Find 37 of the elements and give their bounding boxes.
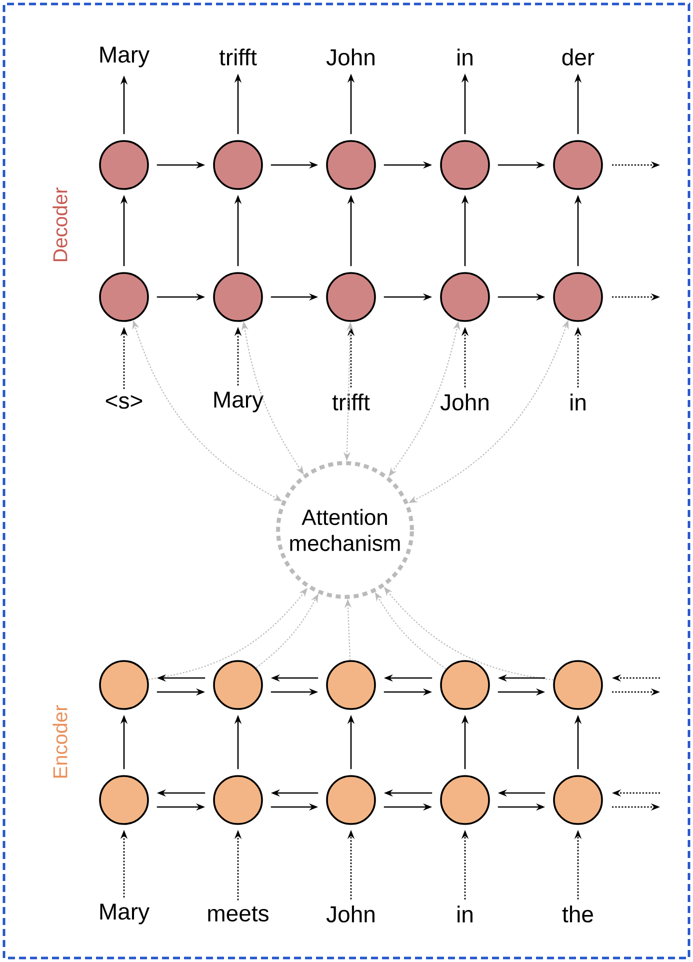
state-circle — [553, 140, 603, 190]
state-circle — [440, 775, 490, 825]
side-label: Decoder — [52, 188, 68, 262]
state-circle — [326, 775, 376, 825]
state-circle — [99, 140, 149, 190]
word-label: <s> — [106, 395, 142, 409]
word-label: Mary — [100, 904, 150, 924]
state-circle — [326, 140, 376, 190]
word-label: Mary — [100, 46, 150, 68]
state-circle — [326, 272, 376, 322]
word-label: Mary — [214, 392, 264, 412]
word-label: John — [440, 394, 488, 410]
word-label: in — [570, 394, 586, 410]
state-circle — [553, 775, 603, 825]
state-circle — [99, 775, 149, 825]
word-label: der — [562, 48, 594, 66]
state-circle — [213, 660, 263, 710]
word-label: in — [458, 48, 472, 66]
word-label: John — [326, 906, 374, 922]
word-label: in — [458, 906, 472, 922]
state-circle — [213, 140, 263, 190]
state-circle — [440, 272, 490, 322]
state-circle — [99, 660, 149, 710]
state-circle — [553, 272, 603, 322]
word-label: John — [326, 48, 374, 66]
word-label: meets — [208, 906, 268, 922]
word-label: trifft — [219, 48, 257, 66]
side-label: Encoder — [52, 705, 68, 778]
state-circle — [326, 660, 376, 710]
word-label: trifft — [332, 394, 370, 410]
state-circle — [553, 660, 603, 710]
state-circle — [213, 775, 263, 825]
state-circle — [99, 272, 149, 322]
state-circle — [440, 660, 490, 710]
word-label: the — [562, 906, 593, 922]
state-circle — [440, 140, 490, 190]
state-circle — [213, 272, 263, 322]
